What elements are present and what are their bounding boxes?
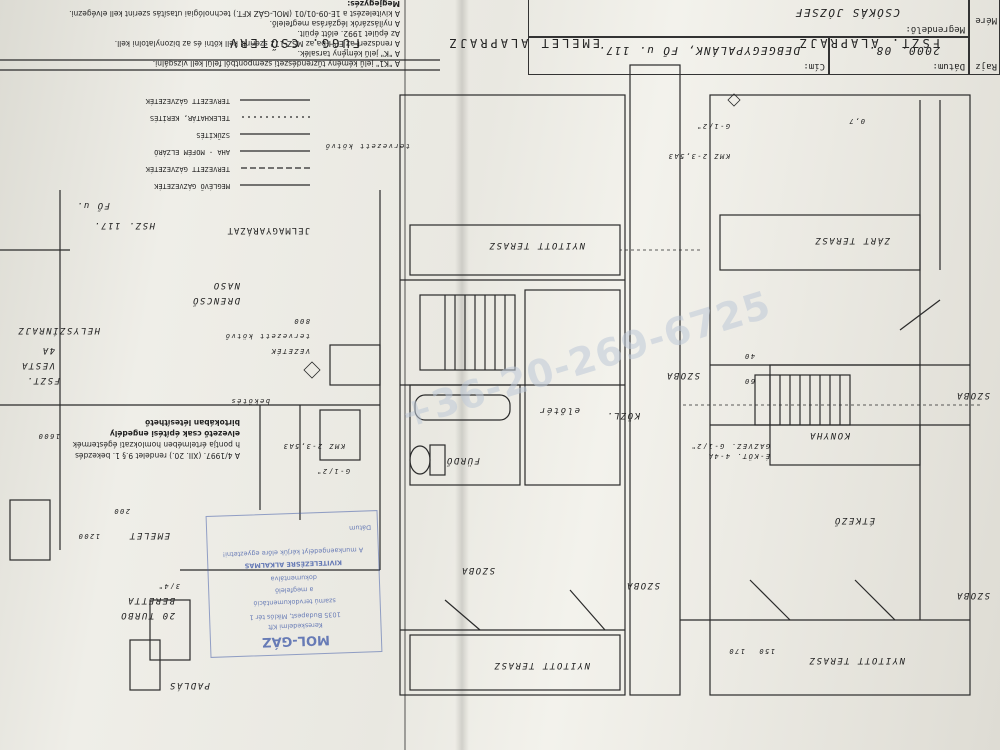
mere-label: Mére	[975, 15, 997, 25]
label-naso: NASO	[212, 280, 240, 290]
label-800: 800	[292, 317, 310, 325]
label-hsz: HSZ. 117.	[92, 220, 155, 230]
label-150: 150	[757, 647, 775, 655]
title-cell-megrendelo	[528, 0, 970, 38]
label-ekotes: É-KÖT. 4-4A	[707, 452, 770, 460]
datum-label: Dátum:	[932, 61, 965, 71]
legend-item-5: TELEKHATÁR, KERÍTÉS	[149, 114, 230, 122]
room-furdo: FÜRDŐ	[445, 455, 480, 465]
label-170: 170	[727, 647, 745, 655]
fszt-outline	[709, 94, 971, 696]
label-kmz-2: KMZ 2-3,5A3	[667, 152, 730, 160]
legend-item-4: SZŰKÍTÉS	[196, 131, 230, 139]
emelet-stair	[419, 294, 516, 371]
label-fo-u: FŐ u.	[75, 200, 110, 210]
label-vesta: VESTA	[20, 360, 55, 370]
label-3-4: 3/4"	[157, 582, 180, 590]
room-nyitott-terasz-1: NYITOTT TERASZ	[808, 655, 905, 665]
regulation-line-3: elvezető csak építési engedély	[109, 429, 240, 438]
stamp-date-label: Dátum	[348, 523, 372, 533]
valve-symbol	[303, 361, 321, 379]
note-6: A "K1" jelű kémény tűzrendészeti szempon…	[152, 59, 400, 68]
notes-title: Megjegyzés:	[347, 0, 400, 8]
label-vezetek: VEZETÉK	[269, 347, 310, 355]
legend-item-1: MEGLÉVŐ GÁZVEZETÉK	[154, 182, 230, 190]
legend-item-6: TERVEZETT GÁZVEZETÉK	[145, 97, 230, 105]
note-1: A kivitelezést a 1E-09-01/01 (MOL-GÁZ KF…	[69, 9, 400, 18]
stamp-line-4: a megfelelő	[274, 585, 314, 595]
fugg-plan-title: FÜGG. CSŐTERV	[227, 36, 360, 50]
mol-gaz-approval-stamp: MOL-GÁZ Kereskedelmi Kft 1035 Budapest, …	[205, 510, 383, 658]
cim-value: DEBGEGYPALÁNK, FŐ u. 117.	[596, 44, 800, 57]
label-g-1-2-a: G-1/2"	[315, 467, 350, 475]
room-szoba-4: SZOBA	[625, 580, 660, 590]
room-szoba-2: SZOBA	[955, 590, 990, 600]
label-helyszinrajz: HELYSZÍNRAJZ	[16, 325, 100, 335]
megrendelo-value: CSÓKÁS JÓZSEF	[794, 6, 900, 19]
room-szoba-1: SZOBA	[955, 390, 990, 400]
label-emelet-short: EMELET	[128, 530, 170, 540]
note-5: A "K" jelű kémény tarsalék.	[297, 49, 400, 58]
room-szoba-5: SZOBA	[460, 565, 495, 575]
regulation-line-4: birtokában létesíthető	[145, 418, 240, 427]
room-eloter: előtér	[538, 405, 580, 415]
room-nyitott-terasz-2: NYITOTT TERASZ	[493, 660, 590, 670]
room-szoba-3: SZOBA	[665, 370, 700, 380]
label-g-1-2-b: G-1/2"	[695, 122, 730, 130]
fszt-plan-title: FSZT. ALAPRAJZ	[796, 36, 940, 50]
label-padlas: PADLÁS	[168, 680, 210, 690]
legend-item-3: AHA - MOFÉM ELZÁRÓ	[154, 148, 230, 156]
room-zart-terasz: ZÁRT TERASZ	[813, 235, 890, 245]
label-4a: 4A	[41, 345, 55, 355]
stamp-line-5: dokumentálva	[270, 573, 318, 583]
stamp-line-3: szamú tervdokumentáció	[253, 596, 336, 608]
label-tervezett-kotvo-1: tervezett kötvő	[224, 332, 310, 340]
regulation-line-1: A 4/1997. (XII. 20.) rendelet 9.§ 1. bek…	[75, 451, 240, 460]
megrendelo-label: Megrendelő:	[905, 24, 965, 34]
eloter-room	[524, 289, 621, 486]
furdo-room	[409, 384, 521, 486]
label-60: 60	[743, 377, 755, 385]
label-bekotes: bekötés	[229, 397, 270, 405]
rajz-label: Rajz	[975, 61, 997, 71]
gas-meter-box	[329, 344, 381, 386]
room-konyha: KONYHA	[808, 430, 850, 440]
emelet-outline	[399, 94, 626, 696]
label-200: 200	[112, 507, 130, 515]
legend-title: JELMAGYARÁZAT	[226, 225, 310, 235]
paper-fold	[455, 0, 469, 750]
room-etkezo: ÉTKEZŐ	[833, 515, 875, 525]
legend-item-2: TERVEZETT GÁZVEZETÉK	[145, 165, 230, 173]
label-tervezett-kotvo-2: tervezett kötvő	[324, 142, 410, 150]
label-dreno: DRENCSŐ	[191, 295, 240, 305]
stamp-line-7: A munkaengedélyt kérjük előre egyeztetni…	[222, 545, 364, 559]
label-0-7: 0,7	[847, 117, 865, 125]
label-gazvez: GAZVEZ. G-1/2"	[689, 442, 770, 450]
label-turbo: 20 TURBO	[119, 610, 175, 620]
stamp-logo: MOL-GÁZ	[261, 631, 331, 650]
note-2: A nyílászárók légzárása megfelelő.	[269, 19, 400, 28]
emelet-plan-title: EMELET ALAPRAJZ	[446, 36, 600, 50]
konyha-room	[769, 364, 921, 466]
stair	[754, 374, 851, 426]
label-40: 40	[743, 352, 755, 360]
zart-terasz	[719, 214, 921, 271]
cim-label: Cím:	[803, 61, 825, 71]
label-fszt-short: FSZT.	[25, 375, 60, 385]
label-1600: 1600	[37, 432, 60, 440]
room-nyitott-terasz-3: NYITOTT TERASZ	[488, 240, 585, 250]
room-kozl: KÖZL.	[605, 410, 640, 420]
regulation-line-2: h pontja értelmében homlokzati égéstermé…	[72, 440, 240, 449]
label-kmz-1: KMZ 2-3,5A3	[282, 442, 345, 450]
label-1200: 1200	[77, 532, 100, 540]
stamp-line-6: KIVITELEZÉSRE ALKALMAS	[244, 558, 343, 570]
label-beretta: BERETTA	[126, 595, 175, 605]
